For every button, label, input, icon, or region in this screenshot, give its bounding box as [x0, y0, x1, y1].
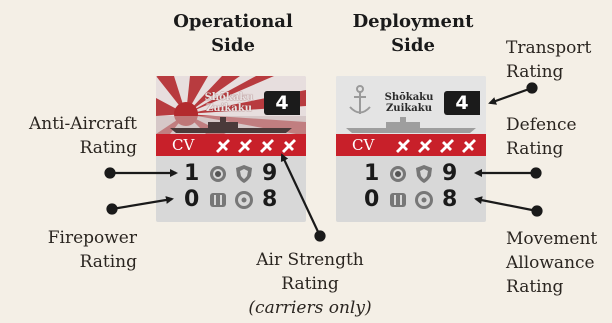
air-strength-label-line3: (carriers only) [248, 298, 372, 318]
anti-aircraft-gear-icon [208, 164, 228, 184]
deployment-ship-name: Shōkaku Zuikaku [374, 92, 444, 114]
air-strength-planes-icon [216, 139, 296, 153]
operational-header-line2: Side [211, 35, 255, 56]
movement-propeller-icon [414, 190, 434, 210]
defence-label: Defence Rating [506, 113, 610, 161]
deployment-defence-value: 9 [442, 161, 458, 186]
deployment-type-label: CV [352, 136, 375, 154]
deployment-movement-value: 8 [442, 187, 458, 212]
air-strength-label: Air Strength Rating (carriers only) [230, 248, 390, 320]
deployment-row-1: 1 9 [336, 162, 486, 186]
anti-aircraft-label-line2: Rating [79, 138, 137, 158]
firepower-arrow-dot [106, 203, 118, 215]
firepower-label-line1: Firepower [47, 228, 137, 248]
rising-sun-flag-icon [156, 76, 306, 134]
anchor-icon [336, 76, 486, 134]
transport-arrow [488, 86, 533, 105]
movement-label: Movement Allowance Rating [506, 227, 610, 299]
air-strength-label-line1: Air Strength [256, 250, 364, 270]
deployment-row-2: 0 8 [336, 188, 486, 212]
operational-type-band: CV [156, 134, 306, 156]
operational-ship-name: Shōkaku Zuikaku [194, 92, 264, 114]
deployment-air-strength [392, 137, 484, 153]
operational-row-2: 0 8 [156, 188, 306, 212]
deployment-counter-artwork: Shōkaku Zuikaku 4 [336, 76, 486, 134]
operational-counter-artwork: Shōkaku Zuikaku 4 [156, 76, 306, 134]
transport-label-line1: Transport [506, 38, 592, 58]
defence-label-line1: Defence [506, 115, 577, 135]
defence-label-line2: Rating [506, 139, 564, 159]
deployment-ship-name-line2: Zuikaku [386, 103, 432, 114]
movement-label-line1: Movement [506, 229, 598, 249]
anti-aircraft-arrow-dot [104, 167, 116, 179]
operational-row-1: 1 9 [156, 162, 306, 186]
transport-label-line2: Rating [506, 62, 564, 82]
operational-ship-name-line2: Zuikaku [206, 103, 252, 114]
operational-firepower-value: 0 [184, 187, 200, 212]
defence-arrow-dot [530, 167, 542, 179]
transport-label: Transport Rating [506, 36, 610, 84]
deployment-side-header: Deployment Side [338, 10, 488, 58]
movement-label-line2: Allowance [506, 253, 595, 273]
operational-movement-value: 8 [262, 187, 278, 212]
operational-air-strength [212, 137, 304, 153]
operational-counter: Shōkaku Zuikaku 4 CV 1 9 0 [156, 76, 306, 222]
air-strength-arrow-dot [314, 230, 326, 242]
deployment-anti-aircraft-value: 1 [364, 161, 380, 186]
deployment-ship-name-line1: Shōkaku [384, 92, 434, 103]
deployment-counter: Shōkaku Zuikaku 4 CV 1 9 0 [336, 76, 486, 222]
operational-type-label: CV [172, 136, 195, 154]
anti-aircraft-gear-icon [388, 164, 408, 184]
firepower-turret-icon [388, 190, 408, 210]
defence-shield-icon [414, 164, 434, 184]
firepower-label-line2: Rating [79, 252, 137, 272]
transport-arrow-dot [526, 82, 538, 94]
deployment-transport-value: 4 [444, 91, 480, 115]
operational-side-header: Operational Side [158, 10, 308, 58]
movement-label-line3: Rating [506, 277, 564, 297]
movement-propeller-icon [234, 190, 254, 210]
firepower-label: Firepower Rating [0, 226, 137, 274]
anti-aircraft-label: Anti-Aircraft Rating [0, 112, 137, 160]
air-strength-planes-icon [396, 139, 476, 153]
operational-transport-value: 4 [264, 91, 300, 115]
operational-anti-aircraft-value: 1 [184, 161, 200, 186]
defence-shield-icon [234, 164, 254, 184]
deployment-firepower-value: 0 [364, 187, 380, 212]
deployment-header-line2: Side [391, 35, 435, 56]
operational-defence-value: 9 [262, 161, 278, 186]
deployment-header-line1: Deployment [352, 11, 474, 32]
operational-header-line1: Operational [173, 11, 293, 32]
anti-aircraft-label-line1: Anti-Aircraft [29, 114, 137, 134]
operational-ship-name-line1: Shōkaku [204, 92, 254, 103]
movement-arrow-dot [531, 205, 543, 217]
air-strength-label-line2: Rating [281, 274, 339, 294]
firepower-turret-icon [208, 190, 228, 210]
deployment-type-band: CV [336, 134, 486, 156]
